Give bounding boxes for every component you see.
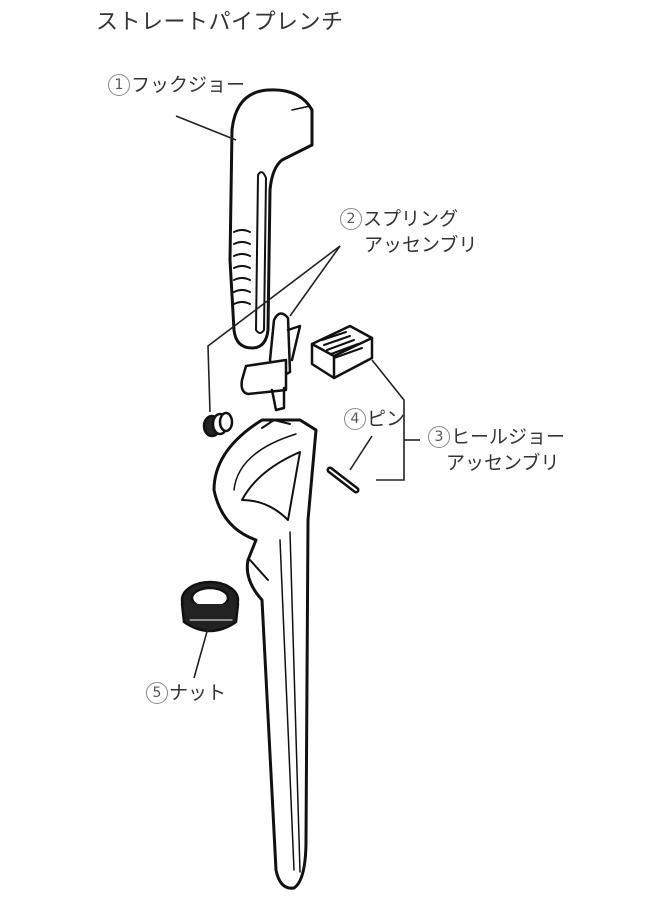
part-name-line2: アッセンブリ <box>446 452 560 474</box>
part-number-badge: 4 <box>344 408 366 430</box>
spring-coil-drawing <box>202 411 234 438</box>
handle-body-drawing <box>212 418 318 890</box>
part-name: ナット <box>169 682 227 704</box>
part-number-badge: 3 <box>428 426 450 448</box>
heel-jaw-drawing <box>310 324 374 380</box>
part-number-badge: 1 <box>108 74 130 96</box>
nut-drawing <box>180 580 240 633</box>
spring-assembly-drawing <box>240 312 302 412</box>
part-name: ヒールジョー <box>451 426 566 448</box>
part-number-badge: 2 <box>340 208 362 230</box>
part-name-line2: アッセンブリ <box>364 234 478 256</box>
leader-lines <box>175 115 420 679</box>
part-name: ピン <box>367 408 406 430</box>
part-number-badge: 5 <box>146 682 168 704</box>
hook-jaw-drawing <box>228 88 314 350</box>
part-name: フックジョー <box>131 74 246 96</box>
pin-drawing <box>326 466 360 494</box>
diagram-title: ストレートパイプレンチ <box>96 10 344 35</box>
part-name: スプリング <box>363 208 459 230</box>
